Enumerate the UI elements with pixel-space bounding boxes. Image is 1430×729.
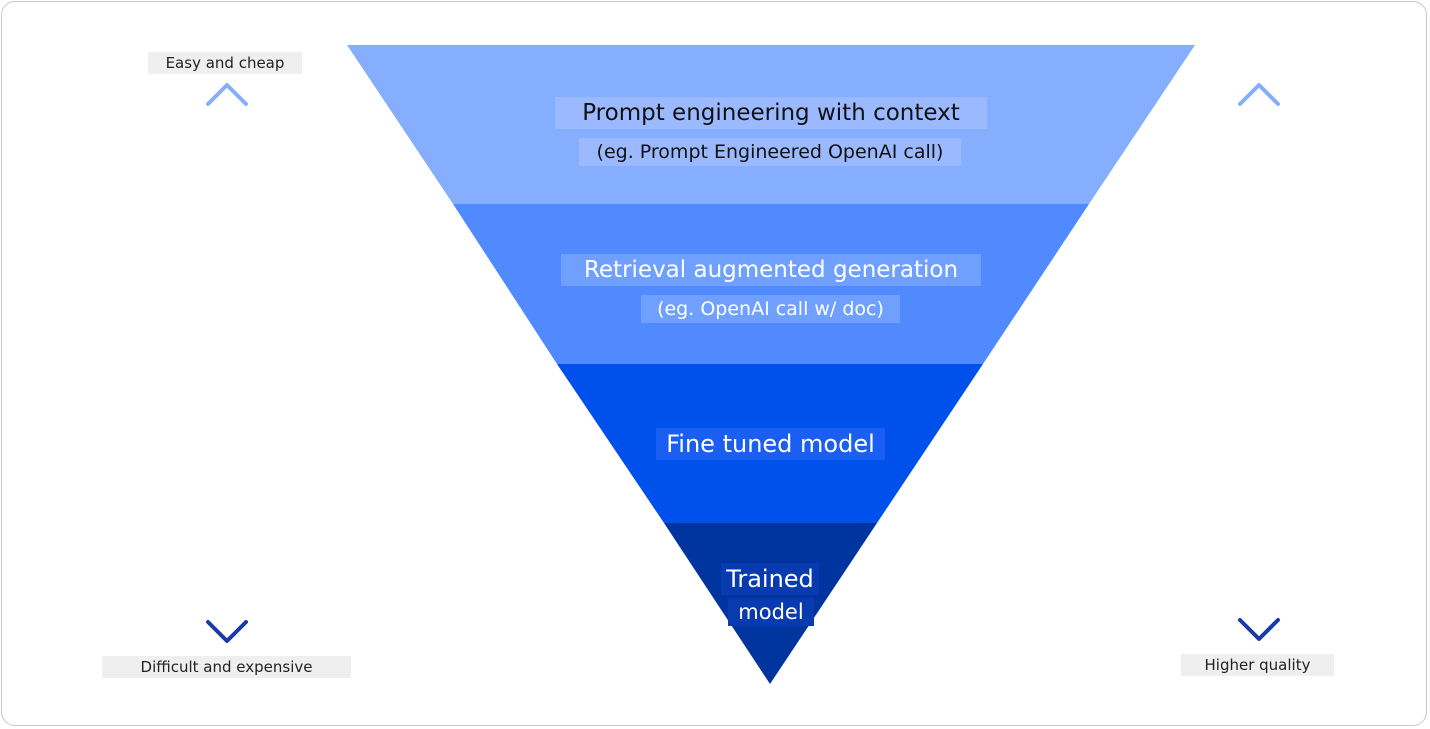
- easy-and-cheap-label: Easy and cheap: [148, 52, 302, 74]
- layer-2-subtitle: (eg. OpenAI call w/ doc): [641, 295, 900, 323]
- left-double-arrow: [206, 83, 248, 643]
- layer-3-title: Fine tuned model: [656, 428, 885, 460]
- layer-4-title: Trained: [721, 563, 819, 595]
- higher-quality-label: Higher quality: [1181, 654, 1334, 676]
- layer-1-title: Prompt engineering with context: [555, 97, 987, 129]
- layer-2-title: Retrieval augmented generation: [561, 254, 981, 286]
- layer-1-subtitle: (eg. Prompt Engineered OpenAI call): [579, 138, 961, 166]
- right-double-arrow: [1238, 83, 1280, 641]
- layer-4-subtitle: model: [728, 598, 814, 626]
- difficult-and-expensive-label: Difficult and expensive: [102, 656, 351, 678]
